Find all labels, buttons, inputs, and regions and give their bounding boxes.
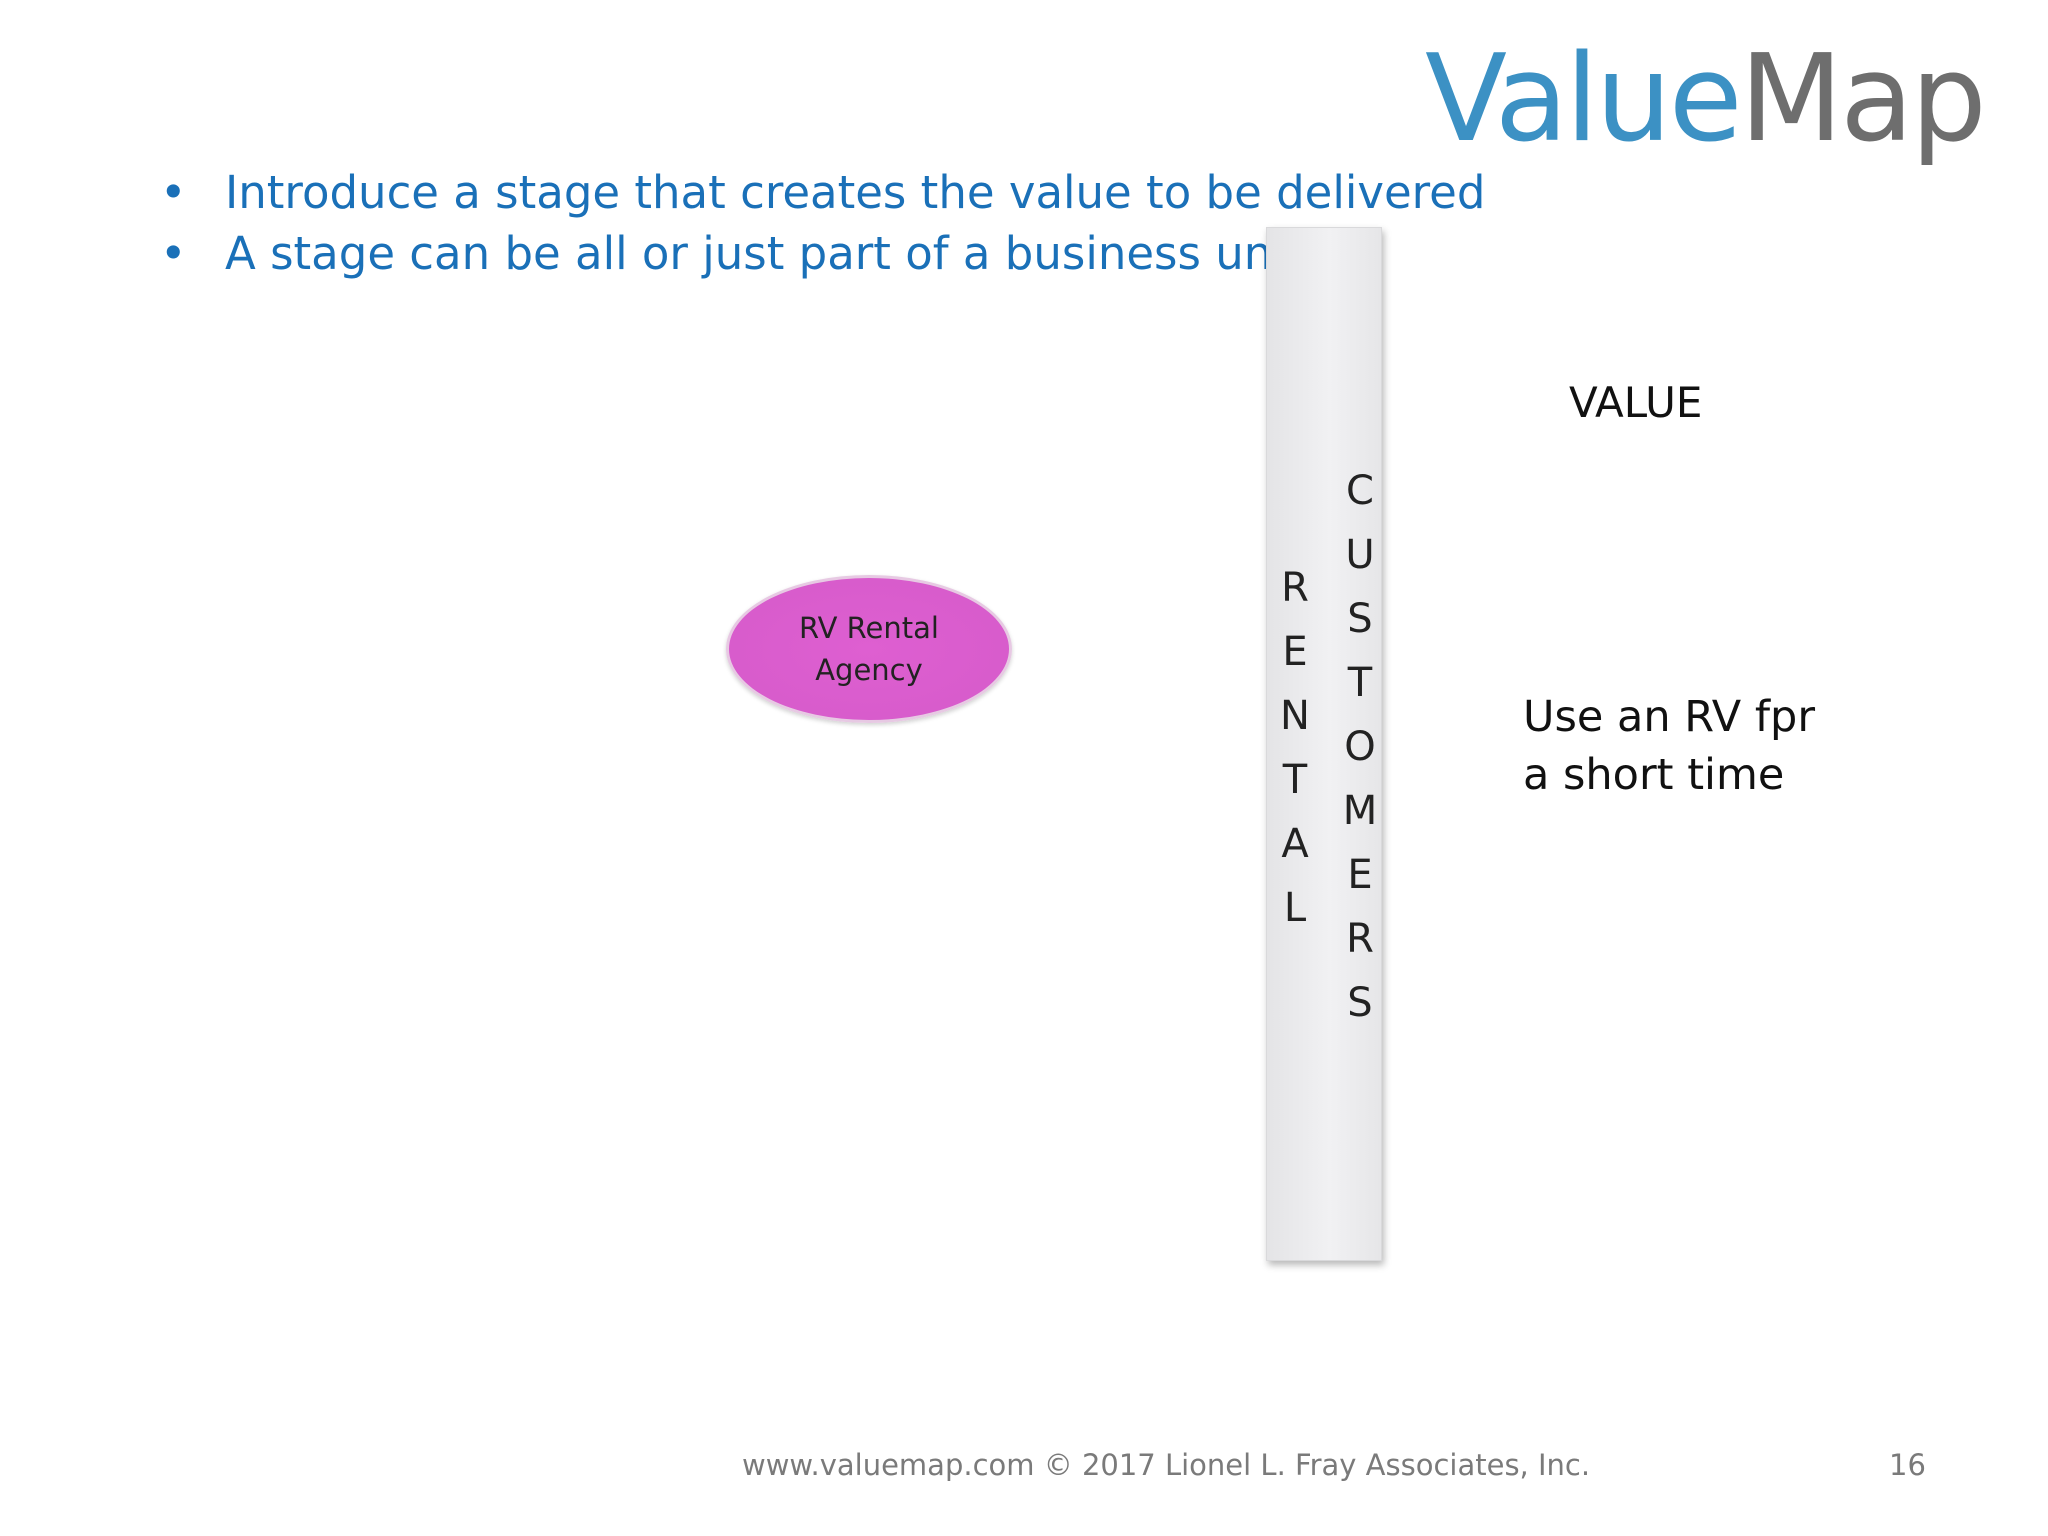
- customers-letter: U: [1345, 532, 1375, 578]
- rental-letter: R: [1281, 565, 1309, 611]
- logo-text-value: Value: [1425, 30, 1743, 169]
- page-number: 16: [1889, 1448, 1926, 1482]
- customers-letter: C: [1346, 468, 1374, 514]
- value-description-line1: Use an RV fpr: [1523, 692, 1815, 742]
- rental-letter: T: [1282, 757, 1308, 803]
- footer-copyright: www.valuemap.com © 2017 Lionel L. Fray A…: [742, 1448, 1591, 1482]
- bullet-dot-icon: •: [160, 227, 187, 280]
- valuemap-logo: ValueMap: [1425, 40, 1987, 160]
- agency-label-line2: Agency: [815, 653, 923, 687]
- bullet-text: Introduce a stage that creates the value…: [225, 166, 1486, 219]
- value-description-line2: a short time: [1523, 750, 1785, 800]
- customers-letter: O: [1344, 724, 1376, 770]
- customers-letter: R: [1346, 916, 1374, 962]
- logo-text-map: Map: [1739, 30, 1987, 169]
- customers-vertical-label: C U S T O M E R S: [1338, 459, 1382, 1035]
- rental-letter: A: [1281, 821, 1309, 867]
- value-description: Use an RV fpr a short time: [1523, 688, 1815, 804]
- value-heading: VALUE: [1569, 378, 1703, 427]
- bullet-dot-icon: •: [160, 166, 187, 219]
- rental-letter: N: [1280, 693, 1310, 739]
- customers-letter: T: [1347, 660, 1373, 706]
- agency-label-line1: RV Rental: [799, 611, 939, 645]
- customer-boundary-column: [1266, 227, 1382, 1261]
- customers-letter: S: [1347, 596, 1373, 642]
- bullet-list: • Introduce a stage that creates the val…: [150, 162, 1485, 284]
- bullet-item: • Introduce a stage that creates the val…: [150, 162, 1485, 223]
- customers-letter: S: [1347, 980, 1373, 1026]
- rv-rental-agency-stage: RV Rental Agency: [726, 575, 1012, 723]
- rental-vertical-label: R E N T A L: [1277, 556, 1313, 940]
- rental-letter: L: [1283, 885, 1307, 931]
- bullet-text: A stage can be all or just part of a bus…: [225, 227, 1303, 280]
- customers-letter: E: [1347, 852, 1373, 898]
- bullet-item: • A stage can be all or just part of a b…: [150, 223, 1485, 284]
- rental-letter: E: [1282, 629, 1308, 675]
- customers-letter: M: [1342, 788, 1378, 834]
